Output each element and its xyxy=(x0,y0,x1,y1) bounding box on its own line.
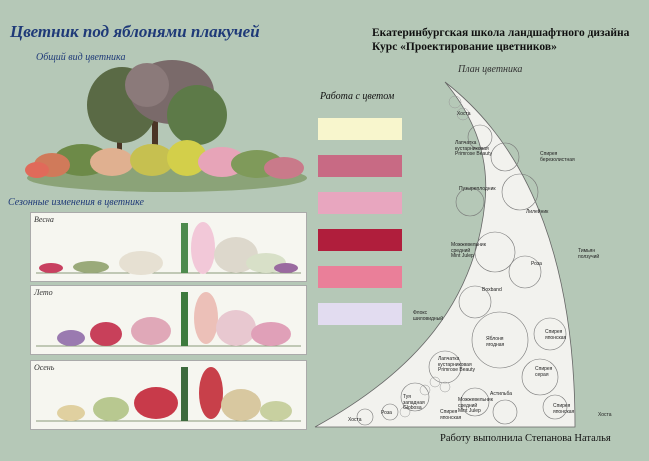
general-view-caption: Общий вид цветника xyxy=(36,52,126,63)
school-name: Екатеринбургская школа ландшафтного диза… xyxy=(372,27,630,39)
school-heading: Екатеринбургская школа ландшафтного диза… xyxy=(372,26,629,54)
author-credit: Работу выполнила Степанова Наталья xyxy=(440,433,611,444)
plan-label: Спирея японская xyxy=(440,409,462,421)
season-label: Лето xyxy=(34,288,53,297)
plan-label: Хоста xyxy=(457,111,471,117)
plan-label: Лапчатка кустарниковая Primrose Beauty xyxy=(438,356,475,373)
plan-label: Спирея серая xyxy=(535,366,553,378)
plan-label: Роза xyxy=(531,261,542,267)
plan-label: Пузыреплодник xyxy=(459,186,496,192)
plan-label: Можжевельник средний Mint Julep xyxy=(451,242,486,259)
season-panel-spring: Весна xyxy=(30,212,307,282)
plan-label: Роза xyxy=(381,410,392,416)
color-swatch xyxy=(318,303,402,325)
color-swatch-list xyxy=(318,118,402,325)
plan-label: Яблоня ягодная xyxy=(486,336,505,348)
flowerbed-plan xyxy=(314,81,576,428)
summer-sketch xyxy=(36,292,301,347)
plan-label: Лилейник xyxy=(526,209,549,215)
plan-label: Спирея японская xyxy=(545,329,567,341)
plan-label: Спирея березолистная xyxy=(540,151,575,163)
plan-label: Тимьян ползучий xyxy=(578,248,600,260)
autumn-sketch xyxy=(36,367,301,422)
plan-label: Можжевельник средний Mint Julep xyxy=(458,397,493,414)
plan-label: Boxband xyxy=(482,287,502,293)
plan-label: Астильба xyxy=(490,391,512,397)
plan-caption: План цветника xyxy=(458,64,523,75)
course-name: Курс «Проектирование цветников» xyxy=(372,41,557,53)
spring-sketch xyxy=(36,222,301,275)
season-label: Весна xyxy=(34,215,54,224)
page-title: Цветник под яблонями плакучей xyxy=(10,22,260,41)
color-swatch xyxy=(318,192,402,214)
color-swatch xyxy=(318,229,402,251)
plan-label: Флокс шиловидный xyxy=(413,310,444,322)
general-view-illustration xyxy=(25,60,307,192)
plan-label: Хоста xyxy=(598,412,612,418)
season-panel-autumn: Осень xyxy=(30,360,307,430)
season-label: Осень xyxy=(34,363,55,372)
plan-label: Хоста xyxy=(348,417,362,423)
plan-label: Туя западная Globosa xyxy=(403,394,425,411)
color-swatch xyxy=(318,266,402,288)
color-swatch xyxy=(318,155,402,177)
color-work-caption: Работа с цветом xyxy=(320,91,395,102)
seasonal-caption: Сезонные изменения в цветнике xyxy=(8,197,144,208)
color-swatch xyxy=(318,118,402,140)
plan-label: Лапчатка кустарниковая Primrose Beauty xyxy=(455,140,492,157)
season-panel-summer: Лето xyxy=(30,285,307,355)
plan-label: Спирея японская xyxy=(553,403,575,415)
